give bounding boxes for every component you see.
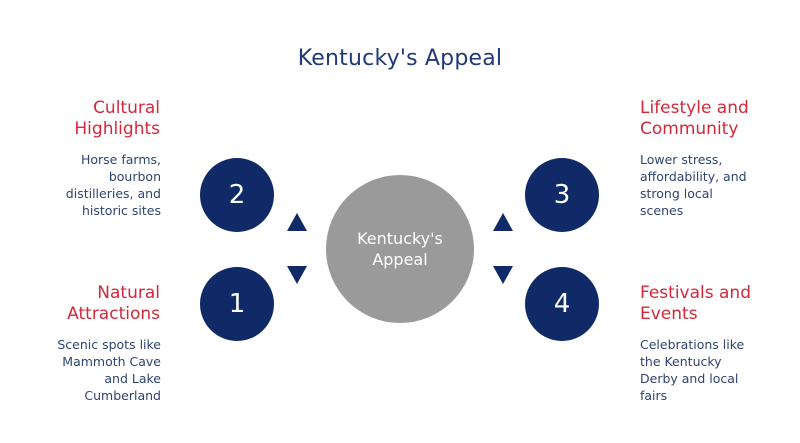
item-4-number-circle: 4 [525,267,599,341]
item-2-description: Horse farms, bourbon distilleries, and h… [65,152,161,218]
arrow-up-right-icon [493,213,513,231]
diagram-title: Kentucky's Appeal [297,46,503,71]
arrow-up-left-icon [287,213,307,231]
item-2-heading: Cultural Highlights [74,98,160,139]
item-1-description: Scenic spots like Mammoth Cave and Lake … [57,337,161,403]
arrow-down-right-icon [493,266,513,284]
center-circle: Kentucky's Appeal [326,175,474,323]
item-3-description: Lower stress, affordability, and strong … [640,152,747,218]
item-4-heading: Festivals and Events [640,283,751,324]
item-1-number-circle: 1 [200,267,274,341]
item-2-number-circle: 2 [200,158,274,232]
item-1-heading: Natural Attractions [67,283,160,324]
item-3-number-circle: 3 [525,158,599,232]
item-4-description: Celebrations like the Kentucky Derby and… [640,337,745,403]
item-3-heading: Lifestyle and Community [640,98,749,139]
arrow-down-left-icon [287,266,307,284]
